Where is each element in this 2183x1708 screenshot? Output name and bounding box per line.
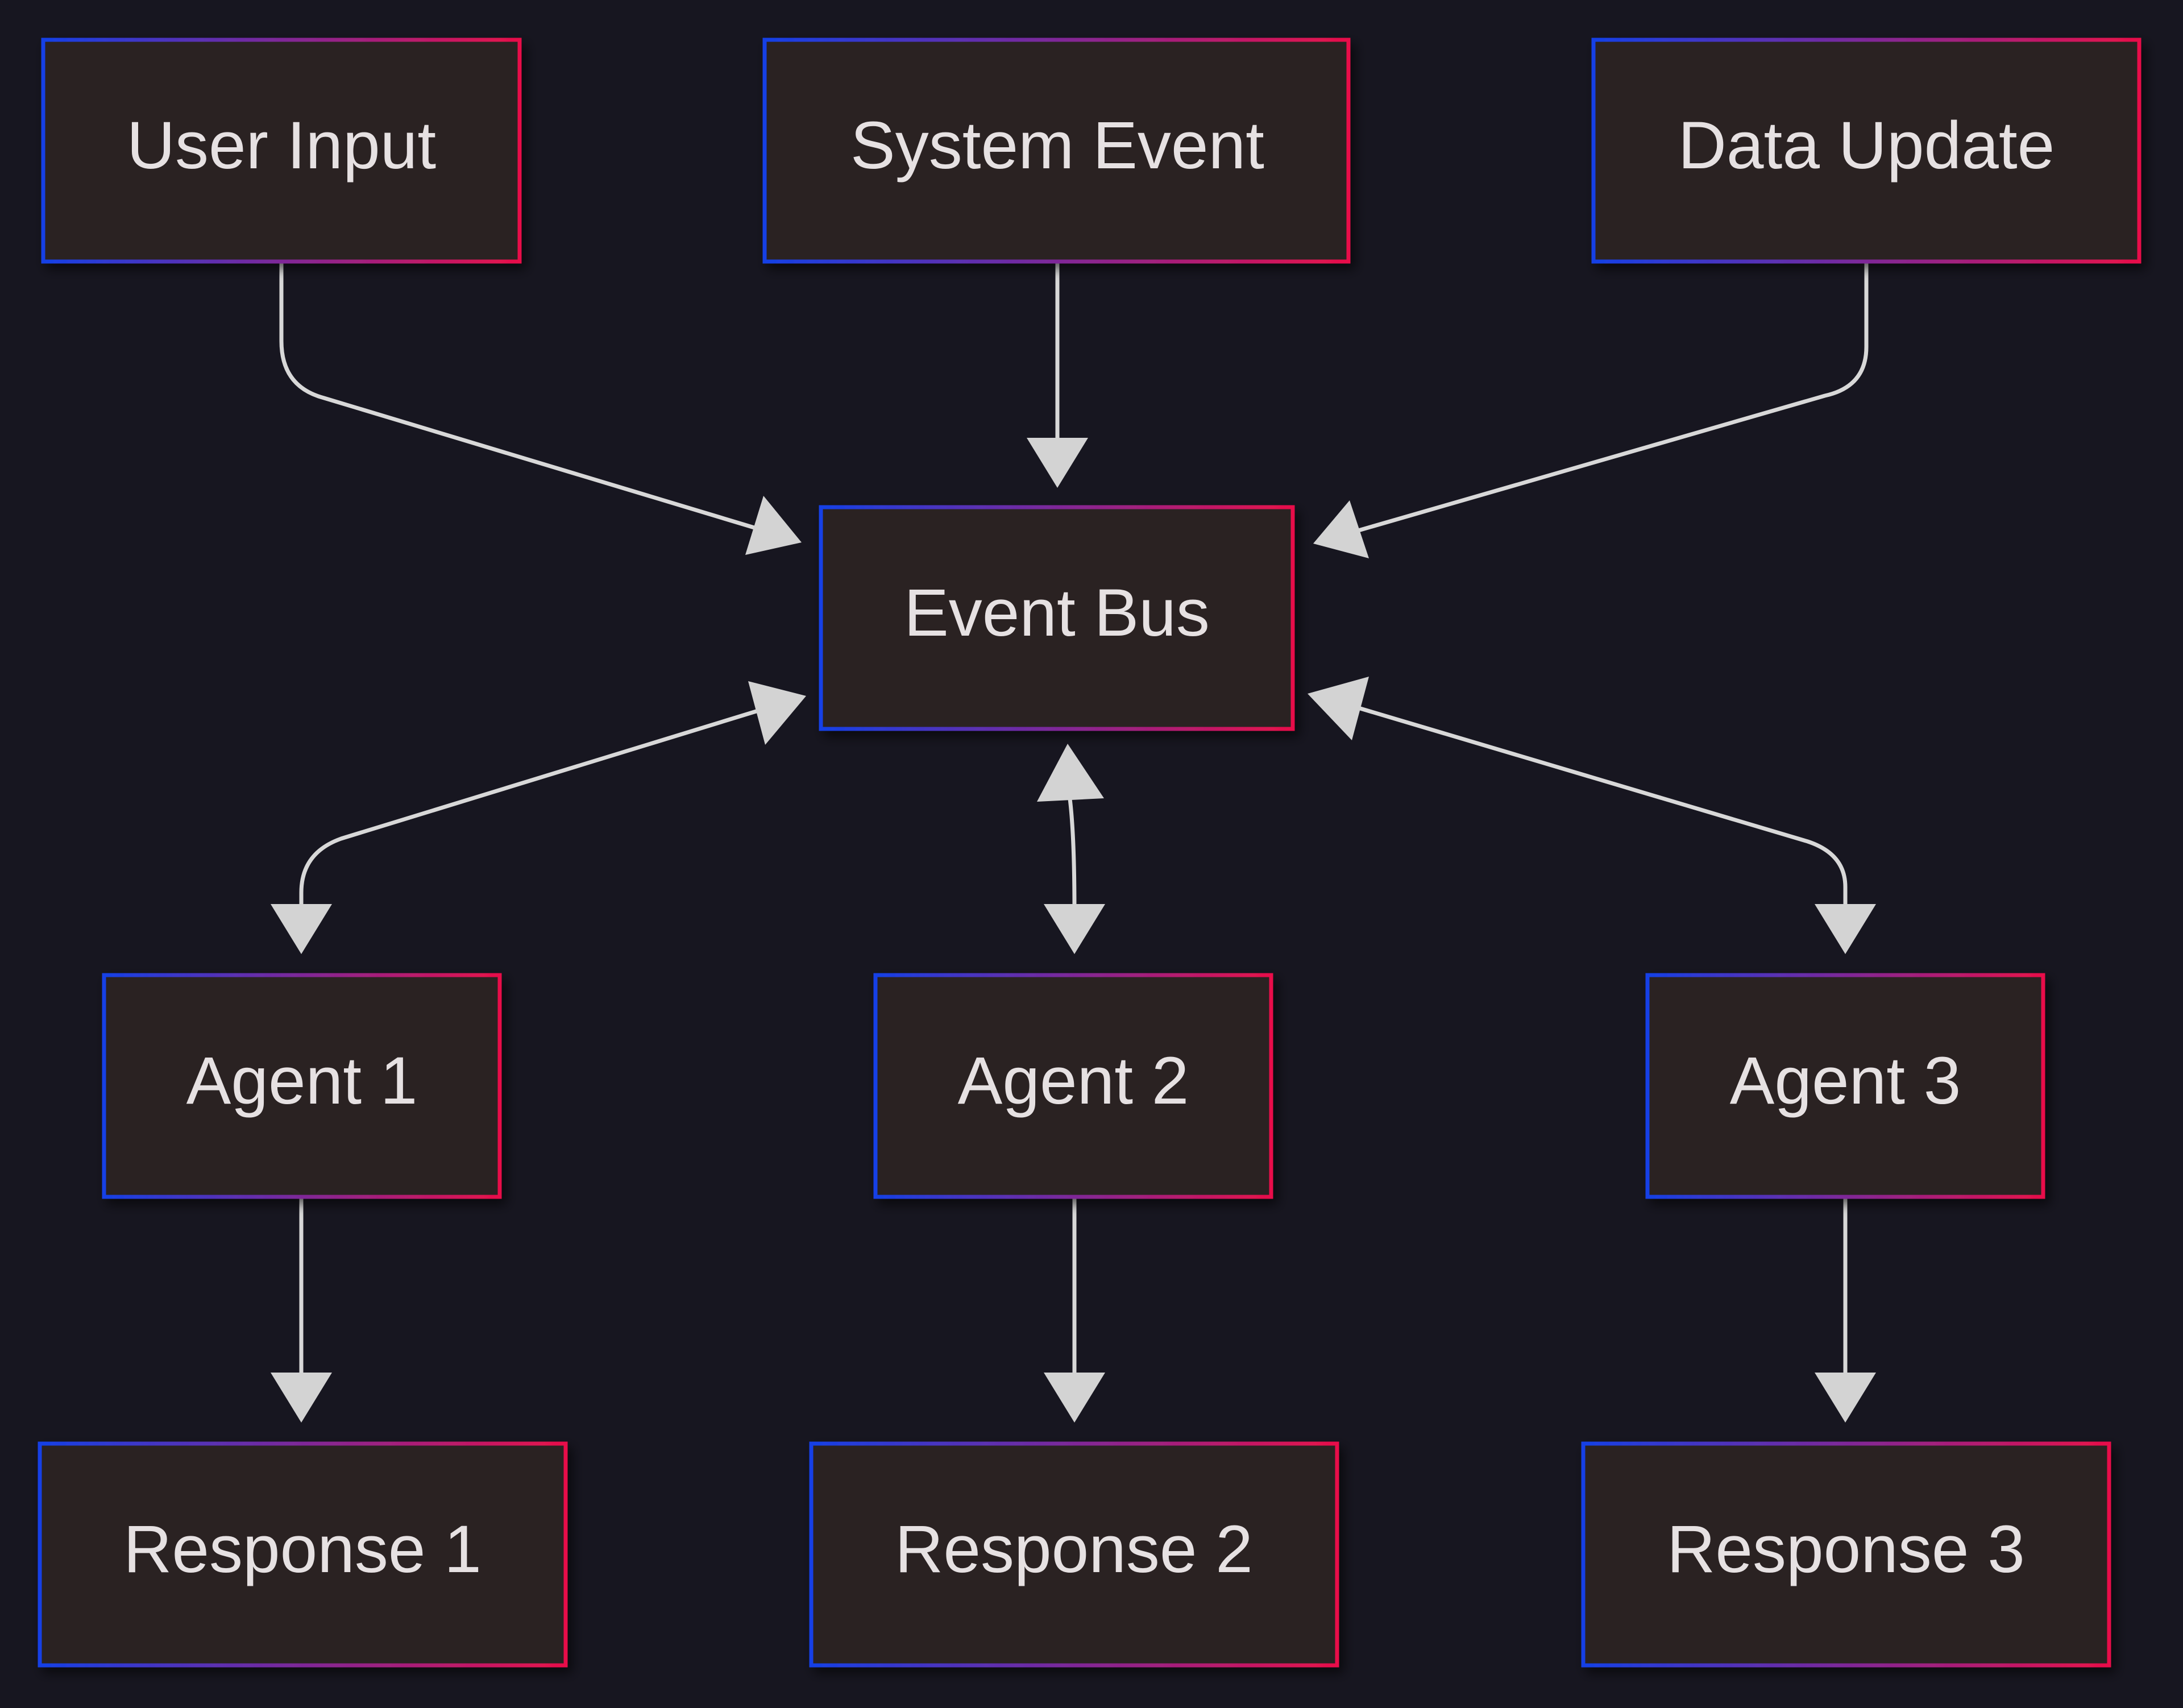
arrowhead-agent-1-end	[271, 904, 332, 954]
edge-event-bus-agent-2	[1068, 798, 1077, 910]
edge-user-input-to-event-bus	[279, 262, 763, 532]
node-event-bus[interactable]: Event Bus	[819, 505, 1295, 731]
node-agent-1[interactable]: Agent 1	[102, 973, 502, 1199]
node-agent-1-label: Agent 1	[186, 1043, 418, 1118]
edge-data-update-to-event-bus	[1356, 262, 1869, 533]
node-event-bus-label: Event Bus	[904, 575, 1210, 650]
edges	[279, 262, 1869, 1379]
arrowhead-agent-3-start	[1308, 677, 1369, 740]
nodes: User Input System Event Data Update Even…	[38, 38, 2142, 1668]
node-agent-2[interactable]: Agent 2	[873, 973, 1273, 1199]
node-system-event[interactable]: System Event	[762, 38, 1351, 264]
node-response-1[interactable]: Response 1	[38, 1441, 568, 1668]
arrowhead-system-event-end	[1027, 438, 1088, 488]
arrowhead-response-1	[271, 1373, 332, 1423]
node-response-2-label: Response 2	[895, 1512, 1253, 1587]
arrowhead-agent-3-end	[1815, 904, 1876, 954]
edge-event-bus-agent-3	[1356, 705, 1848, 910]
node-user-input[interactable]: User Input	[41, 38, 522, 264]
node-system-event-label: System Event	[850, 108, 1264, 183]
node-response-3-label: Response 3	[1667, 1512, 2025, 1587]
node-agent-3-label: Agent 3	[1730, 1043, 1961, 1118]
arrowhead-response-2	[1044, 1373, 1105, 1423]
edge-event-bus-agent-1	[299, 707, 763, 910]
node-data-update-label: Data Update	[1678, 108, 2055, 183]
arrowhead-user-input-end	[745, 496, 802, 555]
arrowhead-data-update-end	[1313, 500, 1369, 558]
node-user-input-label: User Input	[127, 108, 436, 183]
node-response-2[interactable]: Response 2	[809, 1441, 1339, 1668]
arrowheads	[271, 438, 1876, 1423]
arrowhead-agent-2-start	[1037, 744, 1104, 802]
node-response-3[interactable]: Response 3	[1581, 1441, 2111, 1668]
node-agent-3[interactable]: Agent 3	[1645, 973, 2045, 1199]
node-data-update[interactable]: Data Update	[1591, 38, 2142, 264]
arrowhead-response-3	[1815, 1373, 1876, 1423]
node-response-1-label: Response 1	[123, 1512, 482, 1587]
node-agent-2-label: Agent 2	[958, 1043, 1189, 1118]
arrowhead-agent-1-start	[748, 681, 806, 745]
arrowhead-agent-2-end	[1044, 904, 1105, 954]
